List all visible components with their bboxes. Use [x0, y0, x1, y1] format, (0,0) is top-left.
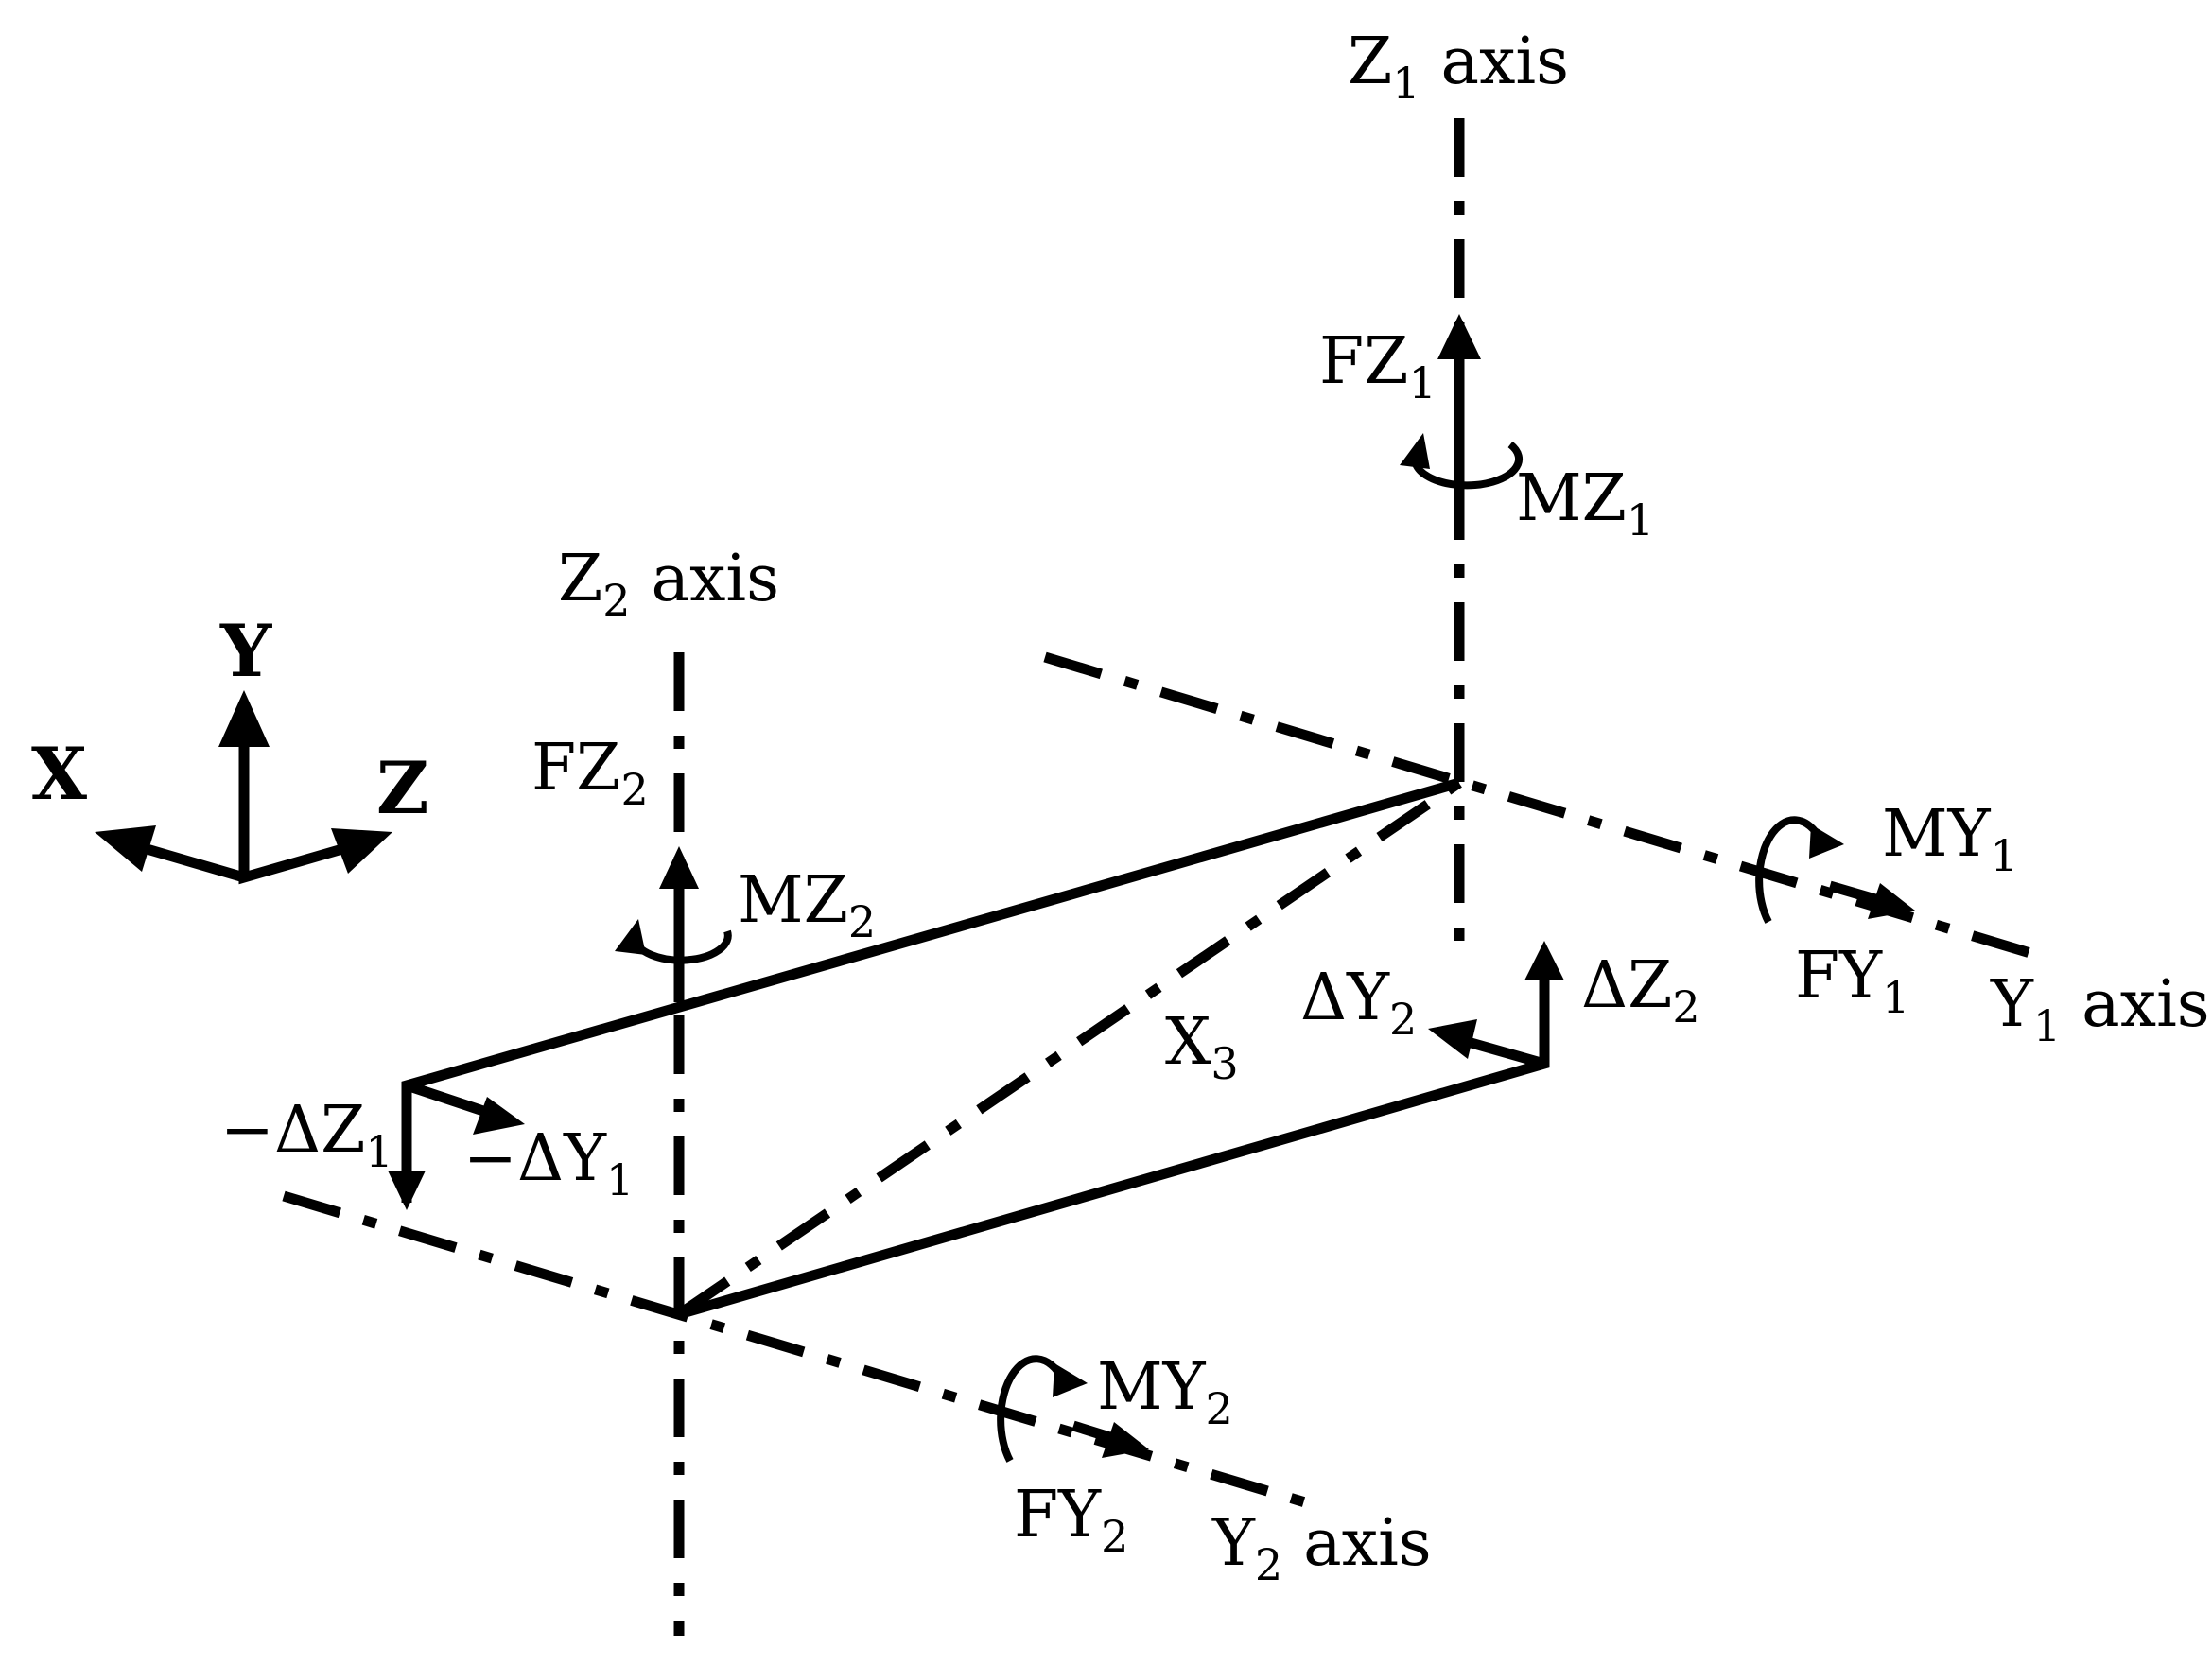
fz2-arrowhead [659, 846, 699, 889]
neg-dy1-arrow-shaft [405, 1080, 494, 1119]
mz1-label: MZ1 [1516, 461, 1654, 546]
triad-x-label: X [31, 732, 87, 816]
fy1-label: FY1 [1795, 939, 1909, 1023]
dz2-label: ΔZ2 [1581, 948, 1700, 1032]
triad-z-label: Z [376, 746, 428, 830]
dz2-arrowhead [1524, 941, 1564, 980]
x3-axis-label: X3 [1165, 1005, 1239, 1089]
mz2-moment-arrowhead [615, 919, 646, 955]
my1-moment-arrowhead [1809, 824, 1844, 859]
x3-axis-line [675, 778, 1463, 1319]
neg-dy1-arrowhead [473, 1097, 525, 1135]
triad-y-z-shaft [238, 747, 344, 885]
triad-z-arrowhead [331, 828, 392, 874]
fz1-label: FZ1 [1319, 324, 1437, 408]
mz1-moment-arc [1411, 441, 1524, 490]
triad-y-arrowhead [218, 690, 270, 747]
my1-moment-arc [1755, 816, 1824, 924]
mz2-label: MZ2 [738, 863, 876, 947]
fy2-label: FY2 [1014, 1478, 1128, 1562]
dy2-label: ΔY2 [1300, 961, 1417, 1045]
triad-x-arrowhead [95, 825, 156, 872]
my2-label: MY2 [1097, 1350, 1233, 1434]
fz1-arrowhead [1437, 314, 1481, 359]
my2-moment-arrowhead [1053, 1363, 1088, 1397]
triad-y-label: Y [219, 609, 272, 693]
neg-dy1-label: −ΔY1 [463, 1121, 634, 1205]
mz1-moment-arrowhead [1400, 433, 1430, 469]
fy2-arrow-shaft [1071, 1420, 1118, 1445]
fy1-arrowhead [1868, 883, 1915, 919]
neg-dz1-arrowhead [388, 1171, 426, 1210]
dy2-arrowhead [1428, 1019, 1477, 1059]
y2-axis-line [282, 1190, 1316, 1511]
dy2-arrow-shaft [1459, 1034, 1546, 1069]
triad-x-shaft [135, 841, 246, 883]
my2-moment-arc [997, 1355, 1066, 1463]
my1-label: MY1 [1882, 797, 2018, 881]
fy2-arrowhead [1102, 1422, 1149, 1458]
fy1-arrow-shaft [1828, 880, 1884, 907]
fz2-label: FZ2 [531, 731, 649, 815]
neg-dz1-label: −ΔZ1 [220, 1093, 393, 1177]
